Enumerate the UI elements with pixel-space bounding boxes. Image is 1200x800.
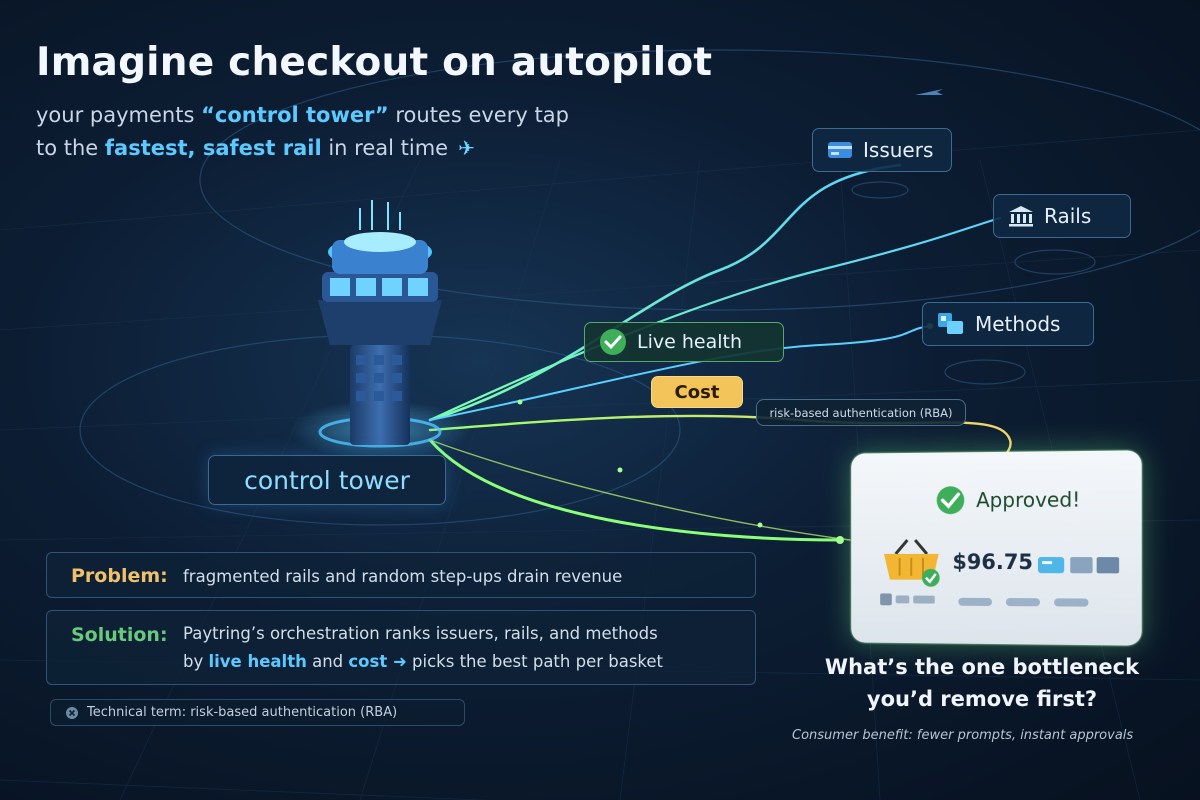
- solution-text-line-1: Paytring’s orchestration ranks issuers, …: [183, 624, 658, 643]
- check-circle-icon: [599, 328, 627, 356]
- destination-label: Methods: [975, 312, 1061, 336]
- destination-label: Rails: [1044, 204, 1092, 228]
- live-health-label: Live health: [637, 331, 742, 353]
- solution-highlight: cost: [348, 652, 388, 671]
- problem-text: fragmented rails and random step-ups dra…: [183, 567, 623, 586]
- rba-label: risk-based authentication (RBA): [769, 405, 953, 420]
- arrow-right-icon: ➜: [387, 652, 407, 671]
- destination-label: Issuers: [863, 138, 934, 162]
- destination-issuers: Issuers: [812, 128, 952, 172]
- live-health-tag: Live health: [584, 322, 784, 362]
- amount-value: $96.75: [952, 549, 1034, 575]
- solution-highlight: live health: [208, 652, 307, 671]
- subline-text: your payments: [36, 103, 202, 127]
- airplane-icon: ✈: [458, 136, 475, 160]
- question-line-1: What’s the one bottleneck: [824, 655, 1140, 679]
- destination-methods: Methods: [922, 302, 1094, 346]
- placeholder-bar: [958, 597, 993, 606]
- approved-label: Approved!: [976, 487, 1081, 513]
- subline-text: to the: [36, 136, 105, 160]
- check-circle-icon: [935, 484, 967, 516]
- solution-text-line-2: by live health and cost ➜ picks the best…: [183, 652, 663, 671]
- shopping-basket-icon: [880, 536, 942, 592]
- destination-rails: Rails: [993, 194, 1131, 238]
- approval-card: Approved! $96.75: [851, 450, 1142, 646]
- placeholder-bar: [1005, 598, 1040, 607]
- solution-label: Solution:: [71, 624, 168, 646]
- card-icon: [1037, 554, 1120, 576]
- subline-line-1: your payments “control tower” routes eve…: [36, 103, 569, 127]
- subline-highlight: “control tower”: [201, 103, 389, 127]
- cost-label: Cost: [674, 381, 720, 403]
- subline-text: in real time: [321, 136, 449, 160]
- problem-label: Problem:: [71, 565, 168, 587]
- consumer-benefit-note: Consumer benefit: fewer prompts, instant…: [792, 728, 1134, 743]
- plane-icon: [915, 89, 943, 95]
- subline-highlight: fastest, safest rail: [104, 136, 322, 160]
- technical-term-text: Technical term: risk-based authenticatio…: [87, 705, 398, 720]
- solution-box: Solution: Paytring’s orchestration ranks…: [46, 610, 756, 685]
- bank-icon: [1008, 205, 1034, 227]
- control-tower-text: control tower: [244, 465, 410, 495]
- engagement-question: What’s the one bottleneck you’d remove f…: [812, 651, 1152, 715]
- placeholder-bar: [1054, 598, 1089, 607]
- subline-line-2: to the fastest, safest rail in real time…: [36, 136, 475, 160]
- cost-tag: Cost: [651, 376, 743, 408]
- close-circle-icon: [65, 706, 79, 720]
- payment-chip-icon: [880, 591, 938, 607]
- headline: Imagine checkout on autopilot: [36, 40, 713, 85]
- solution-text: picks the best path per basket: [406, 652, 664, 671]
- solution-text: and: [306, 652, 349, 671]
- card-icon: [827, 140, 853, 160]
- control-tower-icon: [318, 200, 442, 445]
- solution-text: by: [183, 652, 209, 671]
- rba-tag: risk-based authentication (RBA): [756, 399, 966, 426]
- subline-text: routes every tap: [388, 103, 569, 127]
- technical-term-note: Technical term: risk-based authenticatio…: [50, 699, 465, 726]
- payment-methods-icon: [937, 312, 965, 336]
- problem-box: Problem: fragmented rails and random ste…: [46, 552, 756, 598]
- question-line-2: you’d remove first?: [866, 687, 1098, 711]
- control-tower-label: control tower: [208, 455, 446, 505]
- approved-status: Approved!: [935, 483, 1081, 516]
